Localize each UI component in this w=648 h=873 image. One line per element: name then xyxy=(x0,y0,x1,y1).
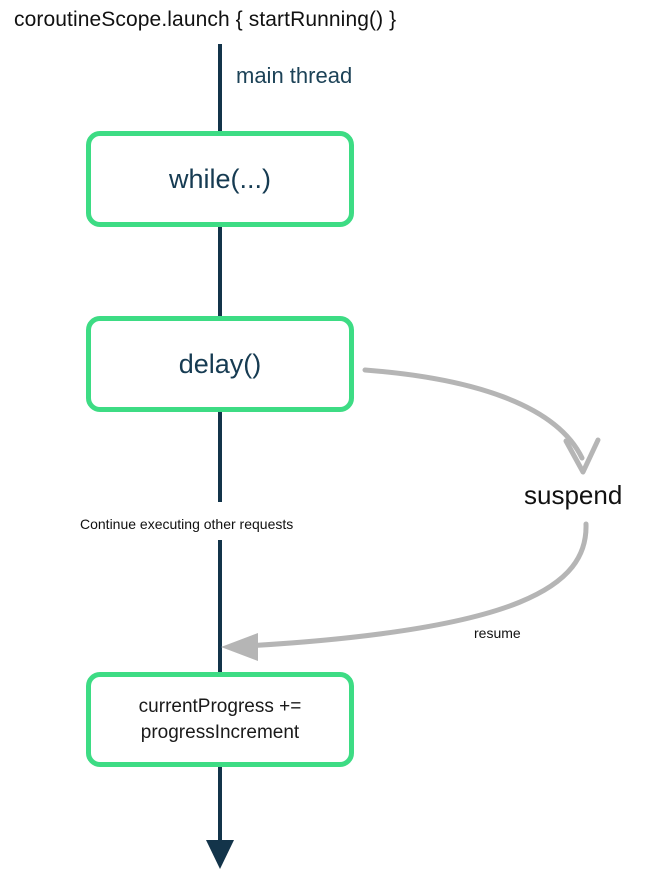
resume-curve xyxy=(243,521,589,649)
node-current-progress-line1: currentProgress += xyxy=(138,695,302,717)
node-current-progress[interactable]: currentProgress += progressIncrement xyxy=(86,672,354,767)
node-delay[interactable]: delay() xyxy=(86,316,354,412)
resume-label: resume xyxy=(474,625,521,641)
suspend-arrowhead-icon xyxy=(563,437,601,475)
suspend-label: suspend xyxy=(524,480,623,510)
node-while[interactable]: while(...) xyxy=(86,131,354,227)
resume-arrowhead-icon xyxy=(221,633,258,661)
main-thread-arrowhead-icon xyxy=(206,840,234,869)
node-current-progress-line2: progressIncrement xyxy=(140,721,300,743)
node-current-progress-label: currentProgress += progressIncrement xyxy=(139,694,302,745)
main-thread-label: main thread xyxy=(236,63,353,88)
page-title: coroutineScope.launch { startRunning() } xyxy=(14,8,397,31)
node-while-label: while(...) xyxy=(168,163,271,194)
suspend-curve xyxy=(362,367,585,461)
continue-executing-label: Continue executing other requests xyxy=(80,516,294,532)
node-delay-label: delay() xyxy=(178,348,262,379)
